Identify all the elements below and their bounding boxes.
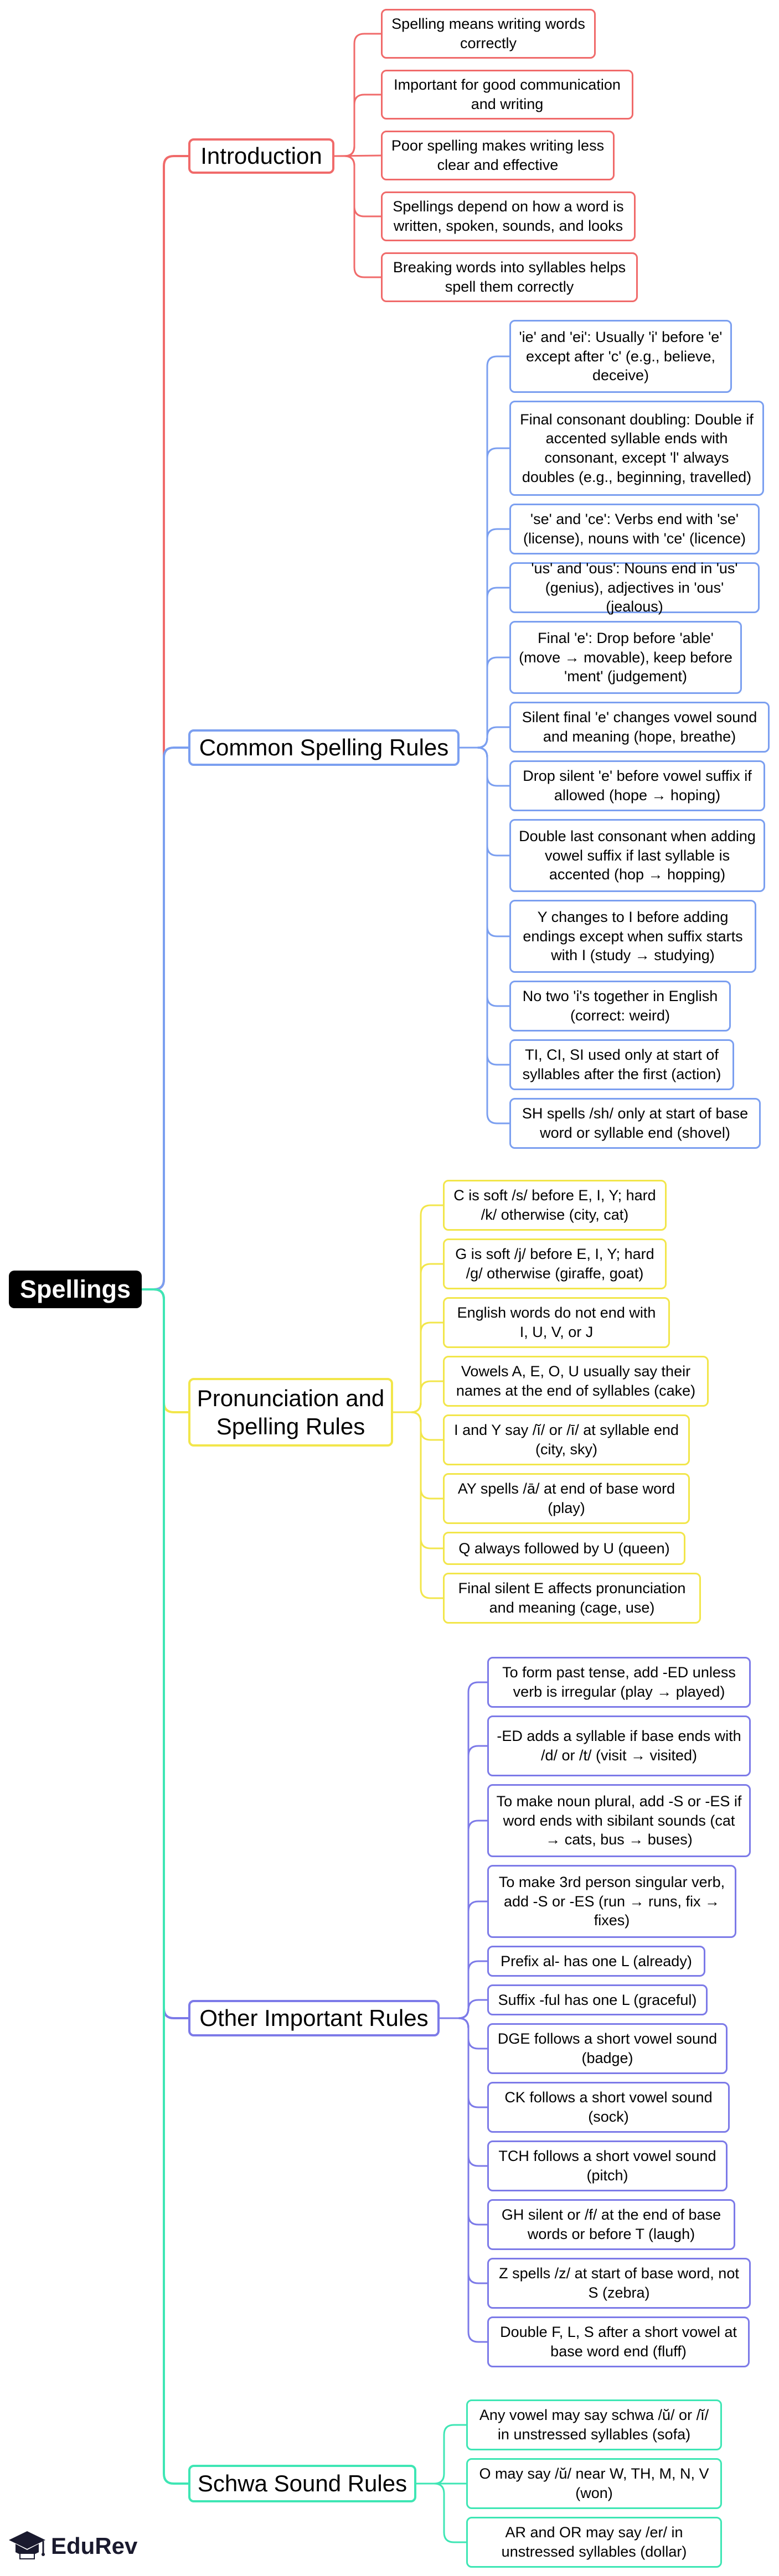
rule-other-4: Prefix al- has one L (already) xyxy=(487,1946,705,1977)
rule-common-11: SH spells /sh/ only at start of base wor… xyxy=(509,1098,761,1149)
rule-common-4: Final 'e': Drop before 'able' (move → mo… xyxy=(509,621,742,694)
rule-pronunciation-6: Q always followed by U (queen) xyxy=(443,1532,685,1565)
rule-common-6: Drop silent 'e' before vowel suffix if a… xyxy=(509,760,765,811)
brand-name: EduRev xyxy=(51,2533,138,2559)
connector-other-0 xyxy=(438,1681,488,2019)
connector-common-10 xyxy=(458,747,510,1066)
connector-schwa-2 xyxy=(415,2482,467,2543)
rule-introduction-1: Important for good communication and wri… xyxy=(381,70,633,120)
rule-common-8: Y changes to I before adding endings exc… xyxy=(509,900,756,973)
connector-other-11 xyxy=(438,2017,488,2343)
connector-other-6 xyxy=(438,2017,488,2050)
graduation-cap-icon xyxy=(9,2531,45,2559)
connector-pronunciation-6 xyxy=(392,1411,444,1549)
rule-introduction-2: Poor spelling makes writing less clear a… xyxy=(381,131,615,180)
connector-common-1 xyxy=(458,447,510,749)
connector-other-8 xyxy=(438,2017,488,2167)
connector-common-6 xyxy=(458,747,510,787)
category-pronunciation: Pronunciation and Spelling Rules xyxy=(188,1378,393,1447)
rule-common-9: No two 'i's together in English (correct… xyxy=(509,981,731,1032)
connector-common-0 xyxy=(458,355,510,749)
connector-other-4 xyxy=(438,1960,488,2019)
rule-introduction-0: Spelling means writing words correctly xyxy=(381,9,596,59)
connector-common-5 xyxy=(458,726,510,749)
connector-schwa-0 xyxy=(415,2424,467,2485)
rule-introduction-3: Spellings depend on how a word is writte… xyxy=(381,191,636,241)
category-other: Other Important Rules xyxy=(188,2000,440,2036)
category-introduction: Introduction xyxy=(188,138,334,174)
rule-pronunciation-4: I and Y say /ĭ/ or /ī/ at syllable end (… xyxy=(443,1414,690,1465)
root-node: Spellings xyxy=(9,1271,142,1308)
connector-pronunciation-3 xyxy=(392,1380,444,1413)
rule-common-5: Silent final 'e' changes vowel sound and… xyxy=(509,702,770,753)
connector-other-7 xyxy=(438,2017,488,2108)
connector-common-8 xyxy=(458,747,510,937)
rule-pronunciation-7: Final silent E affects pronunciation and… xyxy=(443,1573,701,1624)
category-common: Common Spelling Rules xyxy=(188,729,460,766)
rule-other-10: Z spells /z/ at start of base word, not … xyxy=(487,2258,751,2309)
connector-other-2 xyxy=(438,1820,488,2019)
rule-schwa-2: AR and OR may say /er/ in unstressed syl… xyxy=(466,2517,722,2568)
connector-introduction-1 xyxy=(333,94,382,157)
rule-schwa-1: O may say /ŭ/ near W, TH, M, N, V (won) xyxy=(466,2458,722,2509)
connector-pronunciation-7 xyxy=(392,1411,444,1599)
branch-common xyxy=(141,747,189,1290)
category-schwa: Schwa Sound Rules xyxy=(188,2465,416,2502)
rule-common-3: 'us' and 'ous': Nouns end in 'us' (geniu… xyxy=(509,560,760,615)
rule-pronunciation-1: G is soft /j/ before E, I, Y; hard /g/ o… xyxy=(443,1238,667,1289)
rule-other-2: To make noun plural, add -S or -ES if wo… xyxy=(487,1784,751,1857)
connector-other-1 xyxy=(438,1745,488,2019)
rule-common-2: 'se' and 'ce': Verbs end with 'se' (lice… xyxy=(509,504,760,554)
rule-introduction-4: Breaking words into syllables helps spel… xyxy=(381,252,638,302)
branch-schwa xyxy=(141,1288,189,2485)
rule-common-10: TI, CI, SI used only at start of syllabl… xyxy=(509,1039,734,1090)
connector-introduction-3 xyxy=(333,155,382,217)
rule-common-7: Double last consonant when adding vowel … xyxy=(509,819,765,892)
rule-other-9: GH silent or /f/ at the end of base word… xyxy=(487,2199,735,2250)
rule-common-1: Final consonant doubling: Double if acce… xyxy=(509,401,764,496)
rule-pronunciation-2: English words do not end with I, U, V, o… xyxy=(443,1297,670,1348)
rule-pronunciation-5: AY spells /ā/ at end of base word (play) xyxy=(443,1473,690,1524)
connector-pronunciation-5 xyxy=(392,1411,444,1500)
rule-other-1: -ED adds a syllable if base ends with /d… xyxy=(487,1715,751,1776)
connector-common-2 xyxy=(458,528,510,749)
connector-common-7 xyxy=(458,747,510,857)
rule-other-11: Double F, L, S after a short vowel at ba… xyxy=(487,2316,750,2367)
rule-common-0: 'ie' and 'ei': Usually 'i' before 'e' ex… xyxy=(509,320,732,393)
connector-common-3 xyxy=(458,587,510,749)
rule-pronunciation-3: Vowels A, E, O, U usually say their name… xyxy=(443,1356,709,1407)
rule-other-8: TCH follows a short vowel sound (pitch) xyxy=(487,2140,728,2191)
connector-pronunciation-4 xyxy=(392,1411,444,1441)
connector-other-5 xyxy=(438,1999,488,2019)
rule-other-0: To form past tense, add -ED unless verb … xyxy=(487,1657,751,1708)
connector-introduction-4 xyxy=(333,155,382,278)
connector-pronunciation-1 xyxy=(392,1263,444,1413)
rule-other-5: Suffix -ful has one L (graceful) xyxy=(487,1984,708,2015)
rule-pronunciation-0: C is soft /s/ before E, I, Y; hard /k/ o… xyxy=(443,1180,667,1231)
connector-other-10 xyxy=(438,2017,488,2284)
connector-common-4 xyxy=(458,656,510,749)
rule-schwa-0: Any vowel may say schwa /ŭ/ or /ĭ/ in un… xyxy=(466,2399,722,2450)
edurev-logo: EduRev xyxy=(8,2527,137,2565)
rule-other-3: To make 3rd person singular verb, add -S… xyxy=(487,1865,736,1938)
connector-pronunciation-2 xyxy=(392,1321,444,1413)
rule-other-7: CK follows a short vowel sound (sock) xyxy=(487,2082,730,2133)
rule-other-6: DGE follows a short vowel sound (badge) xyxy=(487,2023,728,2074)
connector-common-11 xyxy=(458,747,510,1124)
